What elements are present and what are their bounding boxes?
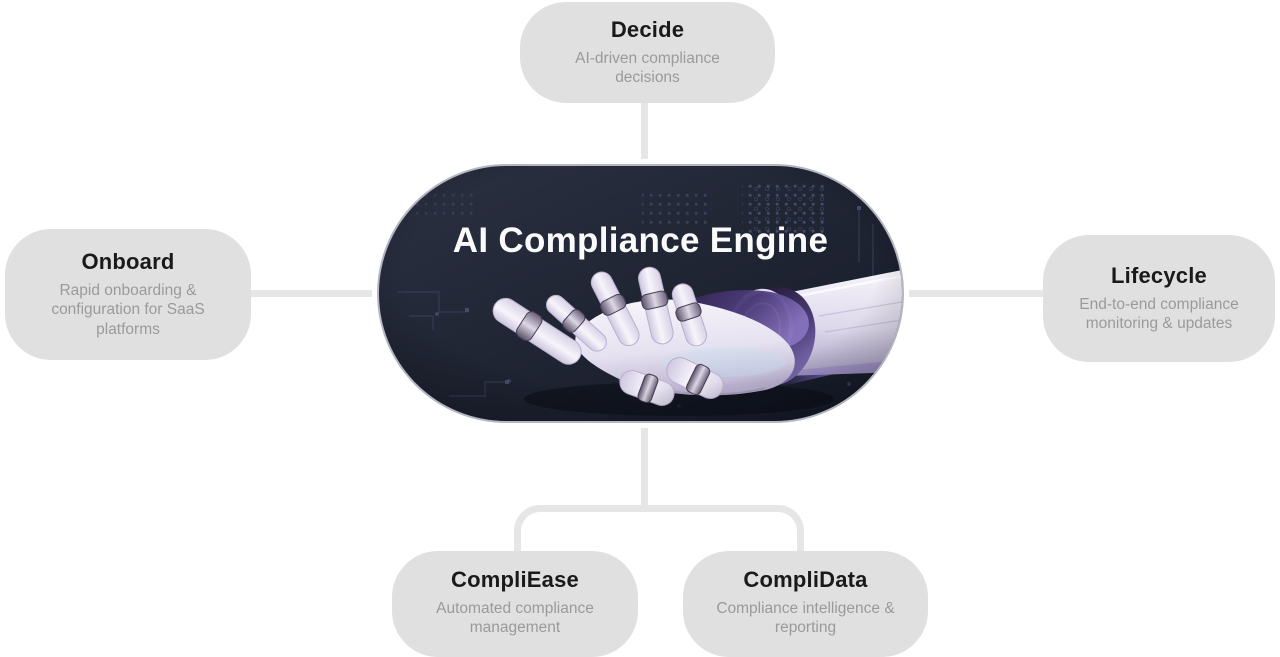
node-title: CompliEase	[451, 567, 579, 592]
node-title: Decide	[610, 16, 685, 42]
node-decide: Decide AI-driven compliance decisions	[520, 2, 775, 103]
center-hub: AI Compliance Engine	[377, 164, 904, 423]
node-subtitle: Automated compliance management	[436, 600, 594, 637]
connector-left	[249, 290, 379, 297]
node-complidata: CompliData Compliance intelligence & rep…	[683, 551, 928, 657]
node-title: Lifecycle	[1111, 262, 1207, 288]
connector-bottom-stem	[641, 420, 648, 508]
node-subtitle: Compliance intelligence & reporting	[716, 600, 895, 637]
node-subtitle: Rapid onboarding & configuration for Saa…	[51, 282, 205, 338]
node-compliease: CompliEase Automated compliance manageme…	[392, 551, 638, 657]
node-title: Onboard	[81, 249, 175, 275]
vignette-overlay	[379, 166, 902, 421]
node-onboard: Onboard Rapid onboarding & configuration…	[5, 229, 251, 360]
node-title: CompliData	[743, 567, 868, 592]
center-title: AI Compliance Engine	[452, 221, 829, 260]
connector-top	[641, 100, 648, 166]
node-lifecycle: Lifecycle End-to-end compliance monitori…	[1043, 235, 1275, 362]
node-subtitle: AI-driven compliance decisions	[575, 49, 720, 87]
robotic-hand-image	[379, 166, 902, 421]
node-subtitle: End-to-end compliance monitoring & updat…	[1079, 295, 1239, 333]
connector-right	[900, 290, 1045, 297]
connector-bottom-branch	[514, 505, 804, 551]
